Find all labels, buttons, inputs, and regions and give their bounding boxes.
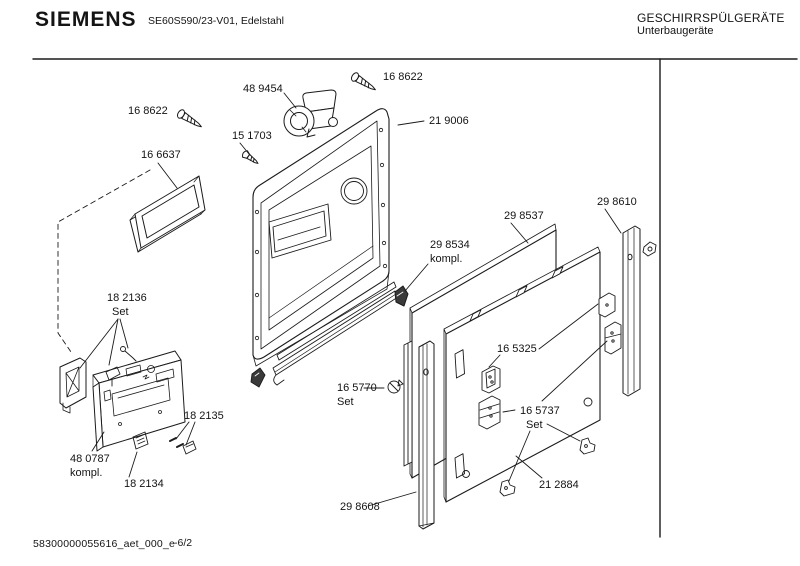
control-module-assembly: [59, 346, 197, 455]
mounting-bracket-right-upper: [598, 292, 616, 318]
trim-end-bracket: [250, 367, 266, 388]
side-strip-right: [622, 225, 641, 397]
vent-opening: [340, 177, 368, 205]
leader-lines: [79, 92, 622, 507]
page-number: -6/2: [174, 537, 193, 549]
part-label-489454: 48 9454: [243, 83, 283, 95]
door-latch: [283, 89, 338, 138]
part-label-298537: 29 8537: [504, 210, 544, 222]
decor-panel: [443, 246, 601, 503]
strip-end-cap: [642, 241, 657, 257]
detergent-dispenser: [268, 203, 332, 259]
part-label-168622-top: 16 8622: [383, 71, 423, 83]
part-label-298534: 29 8534: [430, 239, 470, 251]
side-strip-left: [418, 340, 435, 530]
part-label-219006: 21 9006: [429, 115, 469, 127]
document-code: 58300000055616_aet_000_e: [33, 538, 176, 550]
hinge-foot: [499, 479, 516, 497]
part-label-151703: 15 1703: [232, 130, 272, 142]
part-label-182134: 18 2134: [124, 478, 164, 490]
part-callouts: 16 8622 48 9454 16 8622 21 9006 15 1703 …: [70, 71, 637, 513]
clip-182134: [132, 431, 149, 450]
panel-screw-dots: [254, 127, 388, 341]
model-code: SE60S590/23-V01, Edelstahl: [148, 15, 285, 27]
inner-door-panel: [252, 108, 390, 367]
fascia-frame: [129, 175, 206, 253]
fastener-set-182135: [169, 437, 197, 455]
part-label-165770-qualifier: Set: [337, 396, 354, 408]
hinge-foot: [579, 437, 596, 455]
mounting-bracket-165737: [478, 395, 501, 430]
part-label-480787-qualifier: kompl.: [70, 467, 102, 479]
screw-icon: [175, 108, 205, 132]
part-label-166637: 16 6637: [141, 149, 181, 161]
part-label-168622-left: 16 8622: [128, 105, 168, 117]
mounting-bracket-right-lower: [604, 321, 622, 355]
mounting-reference-dashes: [57, 169, 151, 353]
part-label-165770: 16 5770: [337, 382, 377, 394]
product-subline: Unterbaugeräte: [637, 25, 714, 37]
part-label-182135: 18 2135: [184, 410, 224, 422]
part-label-212884: 21 2884: [539, 479, 579, 491]
module-mechanism-detail: [103, 364, 175, 426]
part-label-480787: 48 0787: [70, 453, 110, 465]
part-label-165737-qualifier: Set: [526, 419, 543, 431]
part-label-182136-qualifier: Set: [112, 306, 129, 318]
part-label-165325: 16 5325: [497, 343, 537, 355]
part-label-298608: 29 8608: [340, 501, 380, 513]
screw-icon: [240, 149, 261, 168]
screw-icon: [349, 71, 379, 95]
part-label-298610: 29 8610: [597, 196, 637, 208]
product-line: GESCHIRRSPÜLGERÄTE: [637, 11, 785, 25]
part-label-182136: 18 2136: [107, 292, 147, 304]
brand-logo: SIEMENS: [35, 8, 137, 31]
fastener-set-182136: [105, 346, 137, 387]
mounting-bracket-165325: [481, 365, 501, 394]
clip-165770: [387, 379, 404, 394]
part-label-165737: 16 5737: [520, 405, 560, 417]
part-label-298534-qualifier: kompl.: [430, 253, 462, 265]
